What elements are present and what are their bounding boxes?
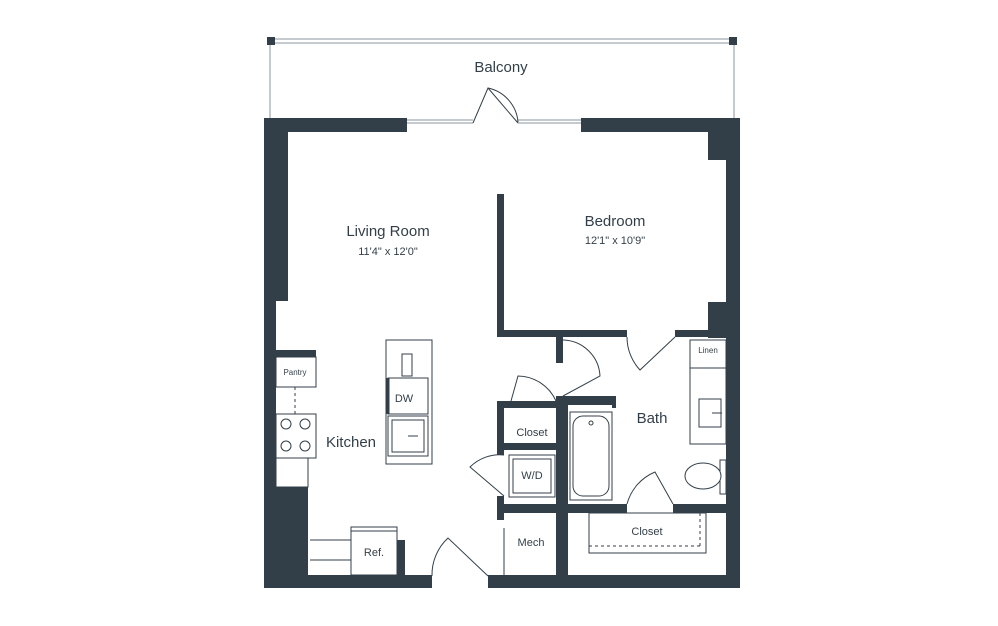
- bedroom-dims: 12'1" x 10'9": [585, 235, 645, 247]
- bath-fixtures: [569, 339, 727, 554]
- kitchen-fixtures: [275, 339, 433, 576]
- door-swings: [309, 336, 676, 577]
- living-room-dims: 11'4" x 12'0": [358, 246, 418, 258]
- linen-label: Linen: [698, 346, 718, 355]
- balcony-railing: [267, 37, 737, 118]
- interior-walls: [276, 194, 727, 576]
- laundry-fixtures: [503, 454, 556, 576]
- dw-label: DW: [395, 393, 414, 405]
- bath-label: Bath: [637, 410, 668, 427]
- bedroom-label: Bedroom: [585, 213, 646, 230]
- mech-label: Mech: [518, 537, 545, 549]
- pantry-label: Pantry: [283, 368, 306, 377]
- balcony-door: [407, 87, 581, 124]
- closet-hall-label: Closet: [516, 427, 547, 439]
- exterior-walls: [264, 118, 740, 588]
- balcony-label: Balcony: [474, 59, 528, 76]
- wd-label: W/D: [521, 470, 542, 482]
- ref-label: Ref.: [364, 547, 384, 559]
- kitchen-label: Kitchen: [326, 434, 376, 451]
- closet-bath-label: Closet: [631, 526, 662, 538]
- living-room-label: Living Room: [346, 223, 429, 240]
